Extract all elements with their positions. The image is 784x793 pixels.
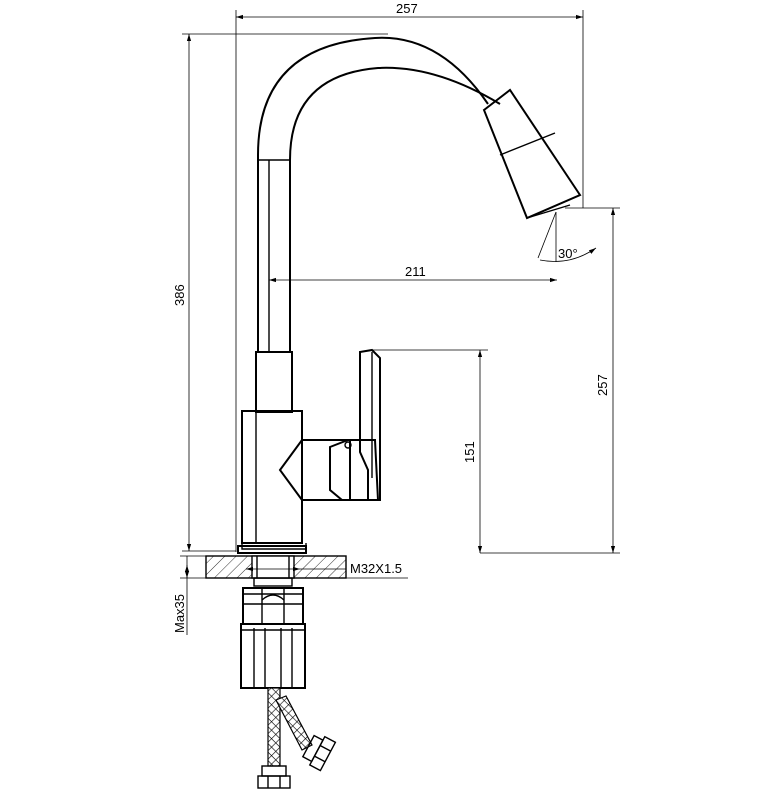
dimension-spout-reach: 211 — [269, 264, 557, 283]
flexible-hose-right — [275, 695, 337, 772]
dim-label-max-deck: Max35 — [172, 594, 187, 633]
faucet-body — [237, 351, 307, 554]
dim-label-spray-angle: 30° — [558, 246, 578, 261]
flexible-hose-left — [257, 687, 291, 789]
dim-label-thread: M32X1.5 — [350, 561, 402, 576]
dimension-max-deck: Max35 — [172, 555, 206, 635]
dim-label-handle-height: 151 — [462, 441, 477, 463]
dim-label-overall-height: 386 — [172, 284, 187, 306]
countertop-section: M32X1.5 — [205, 555, 408, 579]
dim-label-spout-reach: 211 — [405, 264, 426, 279]
mounting-nut — [242, 577, 304, 625]
dimension-spray-angle: 30° — [537, 211, 597, 262]
dimension-overall-height: 386 — [172, 33, 388, 552]
dimension-spout-height: 257 — [480, 207, 620, 554]
shank-fixing-sleeve — [240, 623, 306, 689]
faucet-spout — [257, 36, 501, 352]
dimension-handle-height: 151 — [372, 349, 488, 553]
dimension-top-width: 257 — [235, 1, 584, 552]
dim-label-top-width: 257 — [396, 1, 418, 16]
faucet-handle — [278, 348, 381, 501]
spray-head — [482, 88, 582, 220]
dim-label-spout-height: 257 — [595, 374, 610, 396]
